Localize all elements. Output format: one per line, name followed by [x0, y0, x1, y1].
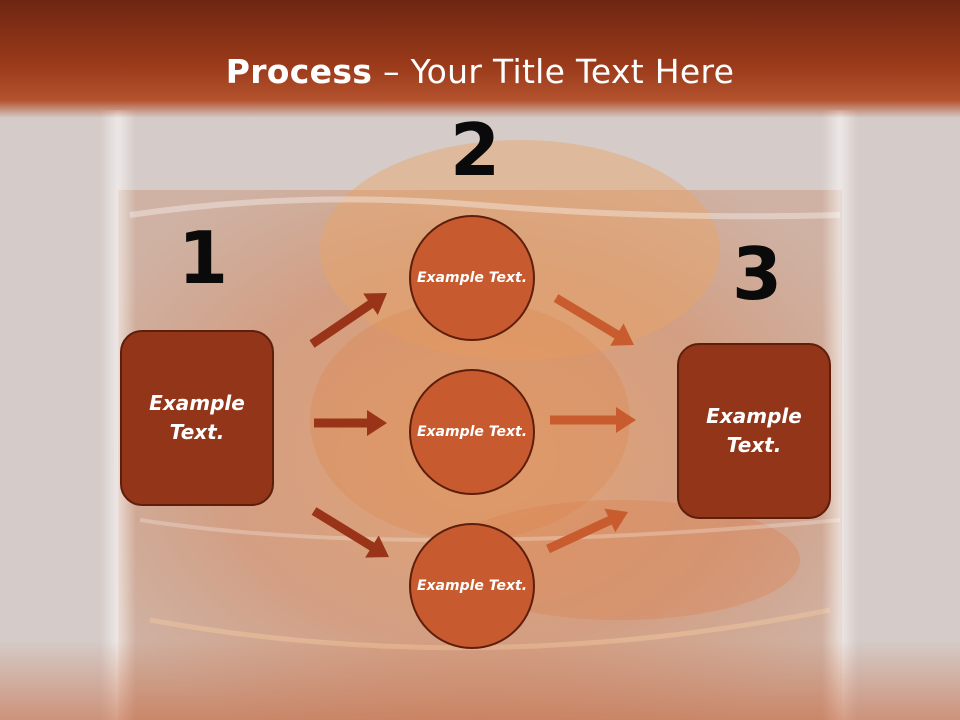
step-3-box[interactable]: Example Text.: [677, 343, 831, 519]
step-1-text: Example Text.: [149, 391, 245, 444]
arrow-2b-to-3: [550, 407, 636, 433]
arrow-1-to-2c: [311, 507, 389, 558]
step-1-box[interactable]: Example Text.: [120, 330, 274, 506]
title-bar: [0, 0, 960, 118]
step-3-text: Example Text.: [706, 404, 802, 457]
step-2b-circle[interactable]: Example Text.: [409, 369, 535, 495]
title-bold: Process: [225, 52, 373, 91]
step-2a-circle[interactable]: Example Text.: [409, 215, 535, 341]
step-number-2: 2: [450, 108, 501, 192]
arrow-2c-to-3: [546, 508, 628, 554]
title-rest: – Your Title Text Here: [372, 52, 735, 91]
arrow-2a-to-3: [553, 294, 634, 346]
step-2c-text: Example Text.: [416, 577, 528, 594]
step-2b-text: Example Text.: [416, 423, 528, 440]
slide-title: Process – Your Title Text Here: [0, 52, 960, 91]
step-2c-circle[interactable]: Example Text.: [409, 523, 535, 649]
arrow-1-to-2b: [314, 410, 387, 436]
arrow-1-to-2a: [309, 293, 387, 348]
step-number-1: 1: [178, 216, 229, 300]
step-2a-text: Example Text.: [416, 269, 528, 286]
step-number-3: 3: [732, 232, 783, 316]
